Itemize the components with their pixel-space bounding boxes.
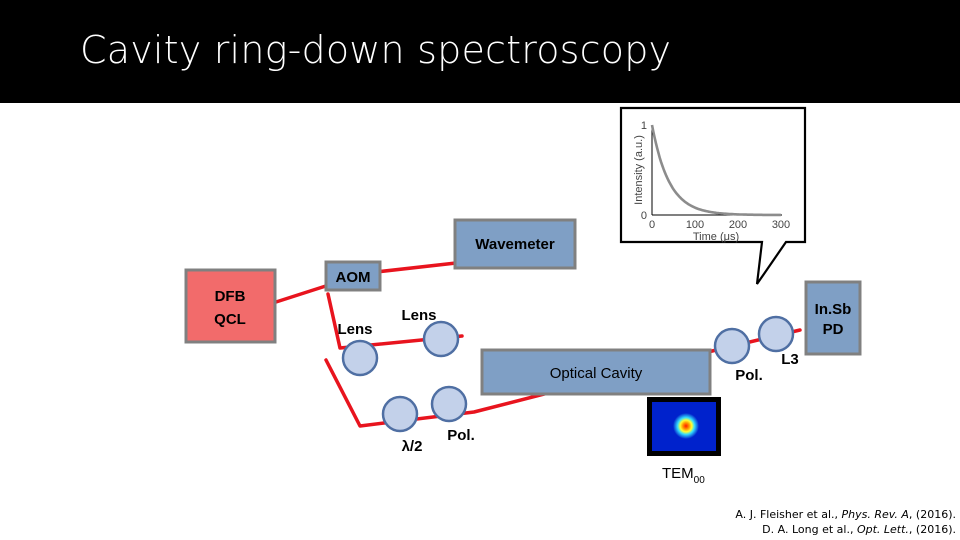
inset-xlabel: Time (μs) xyxy=(693,231,739,243)
optical-cavity-label: Optical Cavity xyxy=(550,365,643,382)
tem00-mode-image xyxy=(647,397,721,456)
reference-1: A. J. Fleisher et al., Phys. Rev. A, (20… xyxy=(735,508,956,521)
aom-label: AOM xyxy=(336,269,371,286)
optical-cavity-box: Optical Cavity xyxy=(480,348,712,396)
insb-detector: In.Sb PD xyxy=(804,280,862,356)
polarizer-1 xyxy=(430,385,468,423)
beam-aom-to-wavemeter xyxy=(374,261,458,274)
slide-title: Cavity ring-down spectroscopy xyxy=(80,28,672,72)
aom-box: AOM xyxy=(324,260,382,292)
laser-label-line1: DFB xyxy=(215,288,246,305)
laser-label-line2: QCL xyxy=(214,311,246,328)
polarizer-2 xyxy=(713,327,751,365)
ringdown-inset: 1 0 0 100 200 300 Time (μs) Intensity (a… xyxy=(619,106,807,285)
half-wave-plate xyxy=(381,395,419,433)
tem00-label: TEM00 xyxy=(662,465,705,486)
polarizer-2-label: Pol. xyxy=(735,367,763,384)
decay-curve xyxy=(650,124,782,217)
inset-ytick-0: 0 xyxy=(641,210,647,222)
inset-xtick-200: 200 xyxy=(729,219,747,231)
beam-laser-to-aom xyxy=(274,282,334,304)
lens-1-label: Lens xyxy=(337,321,372,338)
wavemeter-box: Wavemeter xyxy=(453,218,577,270)
lens-1 xyxy=(341,339,379,377)
wavemeter-label: Wavemeter xyxy=(475,236,555,253)
inset-ylabel: Intensity (a.u.) xyxy=(633,135,645,205)
inset-ytick-1: 1 xyxy=(641,120,647,132)
lens-2-label: Lens xyxy=(401,307,436,324)
inset-xtick-0: 0 xyxy=(649,219,655,231)
reference-2: D. A. Long et al., Opt. Lett., (2016). xyxy=(762,523,956,536)
tem-mode-label: TEM xyxy=(662,465,694,482)
inset-callout xyxy=(619,106,807,285)
inset-xtick-300: 300 xyxy=(772,219,790,231)
detector-label-line1: In.Sb xyxy=(815,301,852,318)
optics xyxy=(341,315,795,433)
inset-xtick-100: 100 xyxy=(686,219,704,231)
lens-3-label: L3 xyxy=(781,351,799,368)
beam-to-lenses xyxy=(326,292,464,350)
title-bar: Cavity ring-down spectroscopy xyxy=(0,0,960,103)
tem-mode-subscript: 00 xyxy=(694,475,706,486)
lens-3 xyxy=(757,315,795,353)
detector-label-line2: PD xyxy=(823,321,844,338)
half-wave-plate-label: λ/2 xyxy=(402,438,423,455)
lens-2 xyxy=(422,320,460,358)
references: A. J. Fleisher et al., Phys. Rev. A, (20… xyxy=(735,507,956,537)
polarizer-1-label: Pol. xyxy=(447,427,475,444)
dfb-qcl-laser: DFB QCL xyxy=(184,268,277,344)
